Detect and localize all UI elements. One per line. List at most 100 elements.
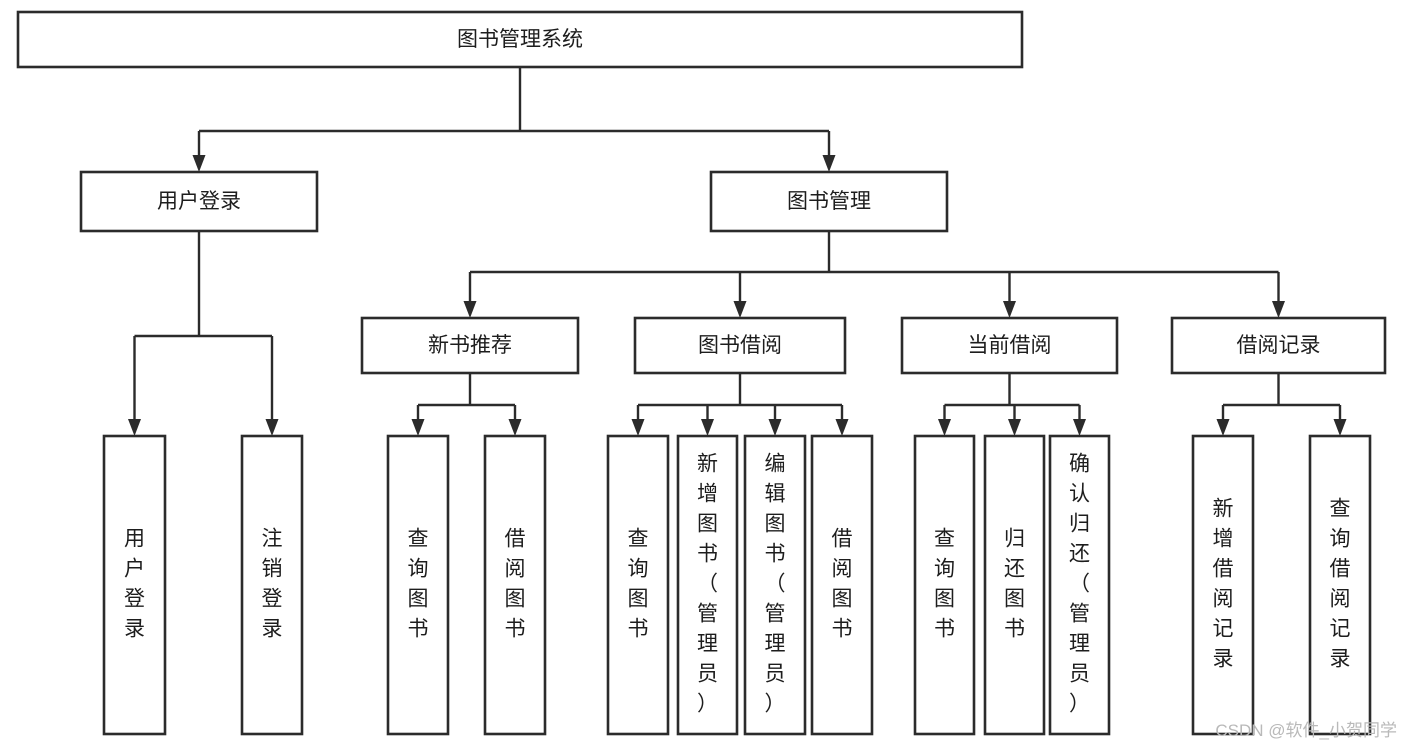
book-borrow-to-leaf-query-book-borrow-arrowhead — [631, 419, 645, 436]
node-leaf-borrow-book-box — [810, 434, 874, 736]
node-leaf-query-book-borrow-label-char: 图 — [628, 588, 649, 611]
node-root[interactable]: 图书管理系统 — [16, 10, 1024, 69]
node-leaf-query-borrow-record-label-char: 阅 — [1330, 588, 1351, 611]
node-leaf-confirm-return-admin-label-char: ） — [1069, 693, 1090, 716]
node-leaf-edit-book-admin-label-char: （ — [765, 573, 786, 596]
node-leaf-add-borrow-record-box — [1191, 434, 1255, 736]
node-leaf-query-book-current-label-char: 查 — [934, 528, 955, 551]
node-leaf-user-login-label-char: 录 — [124, 618, 145, 641]
node-leaf-add-book-admin-label-char: 书 — [697, 543, 718, 566]
node-leaf-query-book-recommend-box — [386, 434, 450, 736]
node-leaf-query-borrow-record-label-char: 询 — [1330, 528, 1351, 551]
node-current-borrow-label: 当前借阅 — [968, 334, 1052, 357]
node-leaf-query-book-borrow-label-char: 书 — [628, 618, 649, 641]
node-leaf-edit-book-admin-label-char: 管 — [765, 603, 786, 626]
node-leaf-confirm-return-admin-label-char: 归 — [1069, 513, 1090, 536]
node-leaf-edit-book-admin-label-char: 编 — [765, 453, 786, 476]
node-leaf-confirm-return-admin-label-char: 认 — [1069, 483, 1090, 506]
node-leaf-edit-book-admin-label-char: 图 — [765, 513, 786, 536]
node-leaf-return-book-label-char: 归 — [1004, 528, 1025, 551]
node-leaf-confirm-return-admin-label-char: 员 — [1069, 663, 1090, 686]
node-leaf-query-borrow-record-label-char: 查 — [1330, 498, 1351, 521]
book-management-to-current-borrow-arrowhead — [1003, 301, 1016, 318]
node-leaf-query-borrow-record-label-char: 记 — [1330, 618, 1351, 641]
node-leaf-query-book-borrow-label-char: 查 — [628, 528, 649, 551]
user-login-to-leaf-user-logout-arrowhead — [265, 419, 279, 436]
node-leaf-borrow-book-recommend-label-char: 阅 — [505, 558, 526, 581]
node-leaf-user-login[interactable]: 用户登录 — [102, 434, 167, 736]
node-leaf-edit-book-admin-box — [743, 434, 807, 736]
node-root-box — [16, 10, 1024, 69]
node-book-management-label: 图书管理 — [787, 190, 871, 213]
node-root-label: 图书管理系统 — [457, 28, 583, 51]
node-leaf-add-book-admin-box — [676, 434, 739, 736]
book-management-to-borrow-record-arrowhead — [1272, 301, 1285, 318]
node-leaf-user-login-label-char: 登 — [124, 588, 145, 611]
node-leaf-return-book-label-char: 书 — [1004, 618, 1025, 641]
node-book-management-box — [709, 170, 949, 233]
node-leaf-query-book-current-box — [913, 434, 976, 736]
node-leaf-borrow-book-label-char: 借 — [832, 528, 853, 551]
node-leaf-user-login-label-char: 用 — [124, 528, 145, 551]
node-leaf-add-book-admin-label-char: 图 — [697, 513, 718, 536]
book-borrow-to-leaf-borrow-book-arrowhead — [835, 419, 849, 436]
node-leaf-add-book-admin-label-char: 员 — [697, 663, 718, 686]
node-book-borrow[interactable]: 图书借阅 — [633, 316, 847, 375]
node-new-book-recommend[interactable]: 新书推荐 — [360, 316, 580, 375]
node-leaf-confirm-return-admin-label-char: 管 — [1069, 603, 1090, 626]
node-leaf-add-book-admin-label-char: ） — [697, 693, 718, 716]
node-leaf-return-book-label-char: 还 — [1004, 558, 1025, 581]
node-leaf-return-book-box — [983, 434, 1046, 736]
node-leaf-add-borrow-record-label-char: 记 — [1213, 618, 1234, 641]
node-leaf-query-book-recommend-label-char: 图 — [408, 588, 429, 611]
book-borrow-to-leaf-add-book-admin-arrowhead — [701, 419, 714, 436]
new-book-recommend-to-leaf-query-book-recommend-arrowhead — [411, 419, 425, 436]
node-leaf-user-logout-box — [240, 434, 304, 736]
node-leaf-user-logout-label-char: 销 — [262, 558, 283, 581]
node-leaf-add-book-admin-label-char: 增 — [697, 483, 718, 506]
node-current-borrow[interactable]: 当前借阅 — [900, 316, 1119, 375]
node-leaf-confirm-return-admin-label-char: 确 — [1069, 453, 1090, 476]
node-new-book-recommend-label: 新书推荐 — [428, 334, 512, 357]
node-user-login-label: 用户登录 — [157, 190, 241, 213]
borrow-record-to-leaf-query-borrow-record-arrowhead — [1333, 419, 1347, 436]
new-book-recommend-to-leaf-borrow-book-recommend-arrowhead — [508, 419, 522, 436]
node-leaf-confirm-return-admin-box — [1048, 434, 1111, 736]
node-leaf-user-logout-label-char: 注 — [262, 528, 283, 551]
borrow-record-to-leaf-add-borrow-record-arrowhead — [1216, 419, 1230, 436]
root-to-book-management-arrowhead — [822, 155, 836, 172]
node-leaf-user-login-box — [102, 434, 167, 736]
node-leaf-borrow-book-recommend-label-char: 借 — [505, 528, 526, 551]
node-leaf-add-borrow-record-label-char: 阅 — [1213, 588, 1234, 611]
nodes-layer: 图书管理系统用户登录图书管理新书推荐图书借阅当前借阅借阅记录用户登录注销登录查询… — [16, 10, 1387, 736]
node-leaf-query-book-current-label-char: 询 — [934, 558, 955, 581]
node-book-management[interactable]: 图书管理 — [709, 170, 949, 233]
node-leaf-confirm-return-admin-label-char: （ — [1069, 573, 1090, 596]
node-leaf-edit-book-admin-label-char: 辑 — [765, 483, 786, 506]
node-user-login[interactable]: 用户登录 — [79, 170, 319, 233]
node-leaf-edit-book-admin-label-char: 员 — [765, 663, 786, 686]
node-borrow-record[interactable]: 借阅记录 — [1170, 316, 1387, 375]
node-leaf-query-book-recommend-label-char: 询 — [408, 558, 429, 581]
node-leaf-user-logout-label-char: 登 — [262, 588, 283, 611]
node-leaf-query-book-current-label-char: 图 — [934, 588, 955, 611]
node-book-borrow-box — [633, 316, 847, 375]
node-leaf-borrow-book-recommend-box — [483, 434, 547, 736]
node-leaf-user-login-label-char: 户 — [124, 558, 145, 581]
csdn-watermark: CSDN @软件_小贺同学 — [1215, 721, 1397, 740]
node-leaf-return-book-label-char: 图 — [1004, 588, 1025, 611]
